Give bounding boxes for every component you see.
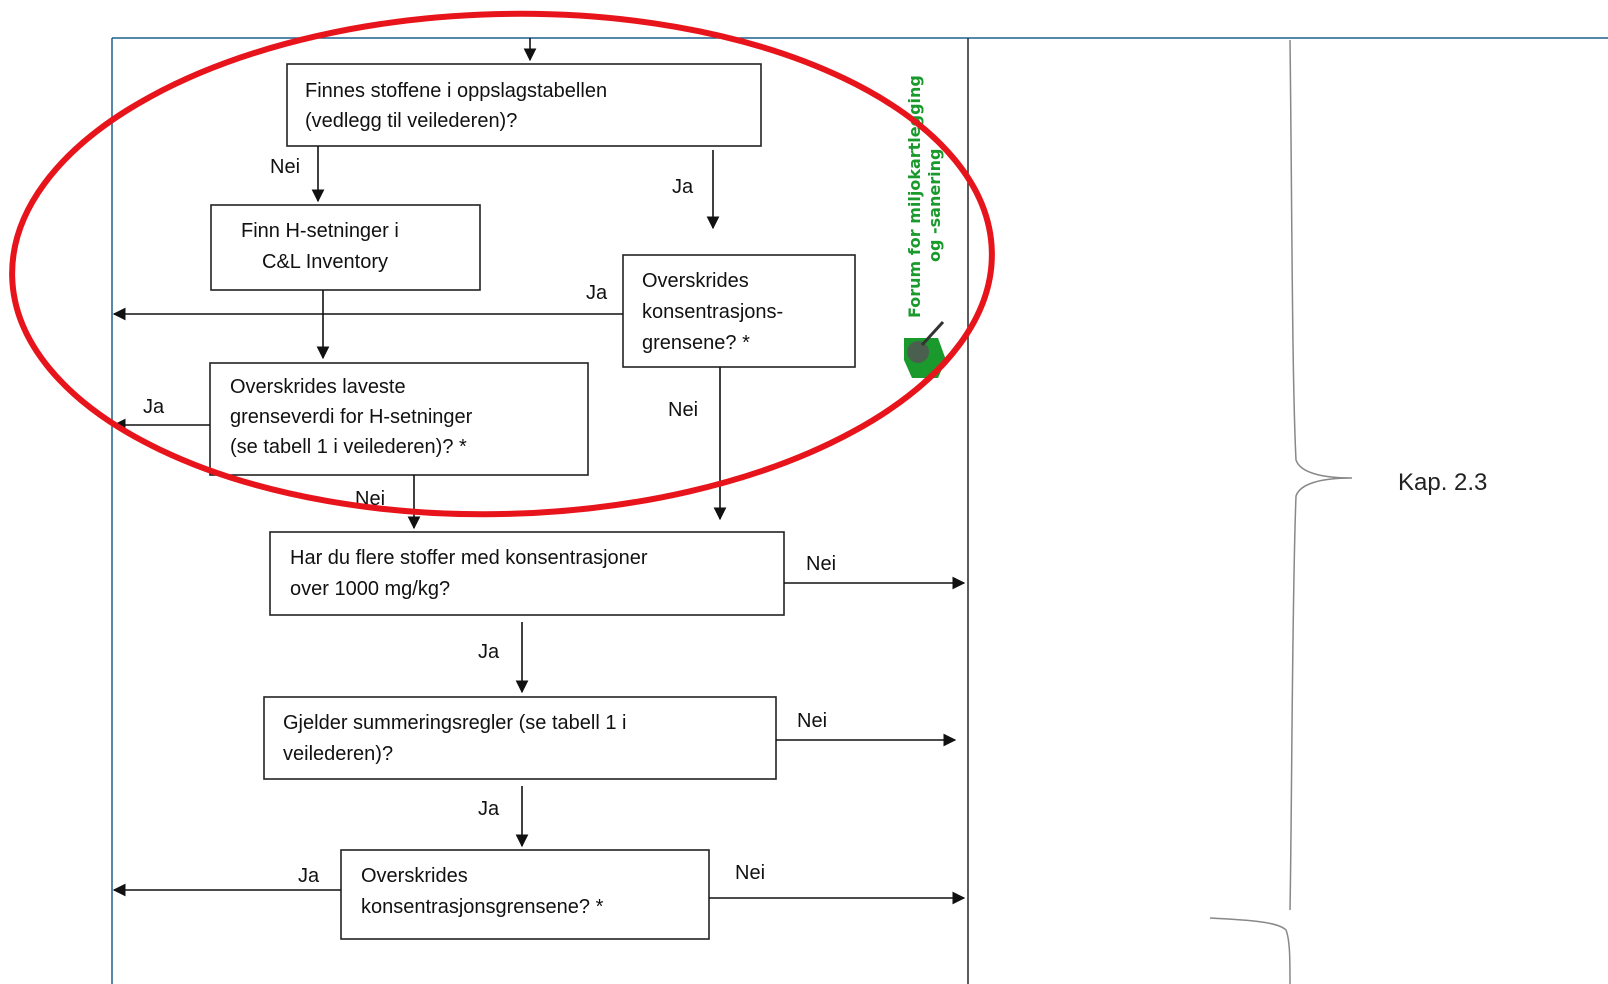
highlight-ellipse [9, 10, 995, 518]
box-finn-h-setninger: Finn H-setninger i C&L Inventory [210, 204, 481, 291]
box-konsentrasjon2-line-2: konsentrasjonsgrensene? * [361, 896, 604, 918]
box-laveste-line-1: Overskrides laveste [230, 376, 406, 398]
section-reference-label: Kap. 2.3 [1398, 469, 1487, 496]
box-overskrides-konsentrasjon-2: Overskrides konsentrasjonsgrensene? * [340, 849, 710, 940]
edge-label-finnes-nei: Nei [270, 156, 300, 178]
box-summering-line-1: Gjelder summeringsregler (se tabell 1 i [283, 712, 626, 734]
box-konsentrasjon1-line-1: Overskrides [642, 270, 749, 292]
edge-label-summering-nei: Nei [797, 710, 827, 732]
box-finnes-line-2: (vedlegg til veilederen)? [305, 110, 517, 132]
edge-label-laveste-ja: Ja [143, 396, 165, 418]
brace-continuation-icon [1209, 917, 1291, 984]
box-overskrides-konsentrasjon-1: Overskrides konsentrasjons- grensene? * [622, 254, 856, 368]
box-summering-line-2: veilederen)? [283, 743, 393, 765]
box-overskrides-laveste: Overskrides laveste grenseverdi for H-se… [209, 362, 589, 476]
box-summeringsregler: Gjelder summeringsregler (se tabell 1 i … [263, 696, 777, 780]
box-finnes-line-1: Finnes stoffene i oppslagstabellen [305, 80, 607, 102]
box-finnes-oppslagstabell: Finnes stoffene i oppslagstabellen (vedl… [286, 63, 762, 147]
box-flere-line-2: over 1000 mg/kg? [290, 578, 450, 600]
logo-text-line-1: Forum for miljokartlegging [905, 75, 924, 318]
box-finn-h-line-2: C&L Inventory [262, 251, 388, 273]
box-finn-h-line-1: Finn H-setninger i [241, 220, 399, 242]
edge-label-flere-nei: Nei [806, 553, 836, 575]
box-konsentrasjon2-line-1: Overskrides [361, 865, 468, 887]
edge-label-flere-ja: Ja [478, 641, 500, 663]
edge-label-konsentrasjon1-ja: Ja [586, 282, 608, 304]
edge-label-konsentrasjon2-ja: Ja [298, 865, 320, 887]
edge-label-konsentrasjon1-nei: Nei [668, 399, 698, 421]
edge-label-finnes-ja: Ja [672, 176, 694, 198]
edge-label-konsentrasjon2-nei: Nei [735, 862, 765, 884]
logo-text-line-2: og -sanering [925, 149, 944, 262]
box-konsentrasjon1-line-2: konsentrasjons- [642, 301, 783, 323]
box-flere-line-1: Har du flere stoffer med konsentrasjoner [290, 547, 648, 569]
box-konsentrasjon1-line-3: grensene? * [642, 332, 750, 354]
edge-label-summering-ja: Ja [478, 798, 500, 820]
box-laveste-line-2: grenseverdi for H-setninger [230, 406, 473, 428]
box-laveste-line-3: (se tabell 1 i veilederen)? * [230, 436, 467, 458]
box-flere-stoffer: Har du flere stoffer med konsentrasjoner… [269, 531, 785, 616]
curly-brace-icon [1289, 39, 1353, 911]
